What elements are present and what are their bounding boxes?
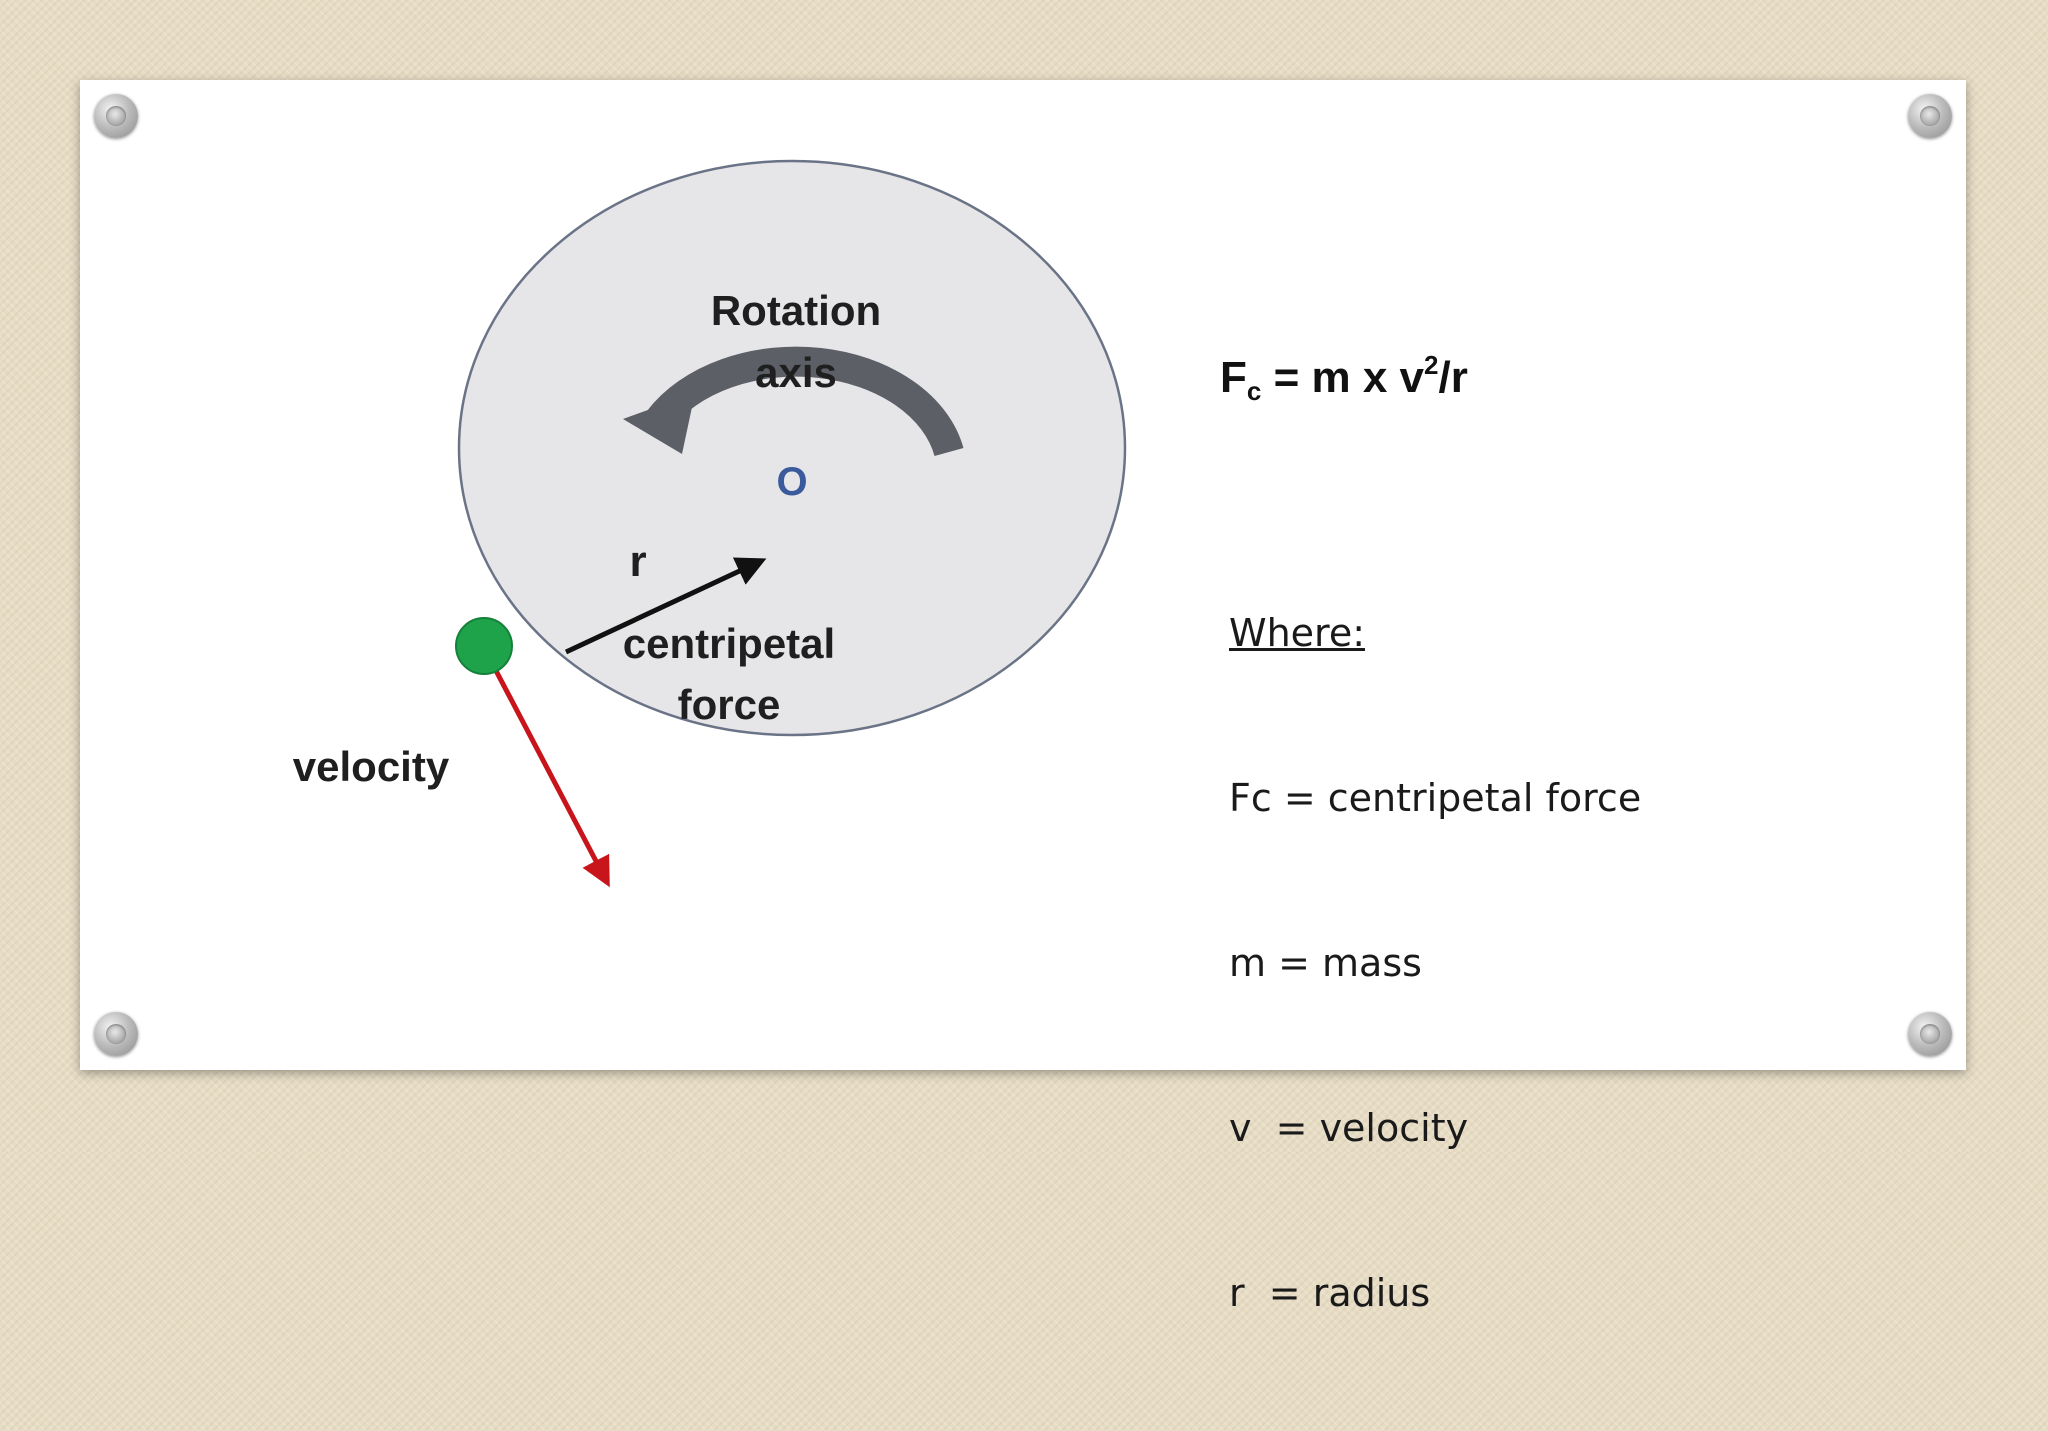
centripetal-force-label-line1: centripetal	[623, 620, 835, 667]
rotation-axis-label-line1: Rotation	[711, 287, 881, 334]
slide-board: Rotation axis O r centripetal force velo…	[80, 80, 1966, 1315]
grommet-bottom-right-icon	[1908, 1012, 1952, 1056]
formula-force-subscript: c	[1246, 376, 1262, 406]
center-point-label: O	[776, 460, 807, 504]
formula-middle: = m x v	[1261, 353, 1425, 402]
velocity-arrow	[490, 663, 610, 888]
formula-exponent: 2	[1424, 350, 1439, 380]
grommet-top-right-icon	[1908, 94, 1952, 138]
formula-tail: /r	[1438, 353, 1468, 402]
grommet-bottom-left-icon	[94, 1012, 138, 1056]
rotating-particle	[455, 617, 513, 675]
grommet-top-left-icon	[94, 94, 138, 138]
velocity-label: velocity	[293, 743, 450, 790]
rotation-axis-label-line2: axis	[755, 349, 837, 396]
legend-item-mass: m = mass	[1229, 941, 1422, 985]
centripetal-force-diagram: Rotation axis O r centripetal force velo…	[293, 159, 1127, 888]
slide-content: Rotation axis O r centripetal force velo…	[236, 130, 1796, 1315]
legend-item-velocity: v = velocity	[1229, 1106, 1469, 1150]
rotation-arrow-icon	[623, 346, 964, 457]
centripetal-force-label-line2: force	[678, 681, 781, 728]
radius-arrow	[564, 557, 767, 655]
centripetal-force-formula: Fc = m x v2/r	[1220, 350, 1468, 407]
legend-item-radius: r = radius	[1229, 1271, 1431, 1315]
variable-legend: Where: Fc = centripetal force m = mass v…	[1229, 496, 1641, 1431]
legend-item-force: Fc = centripetal force	[1229, 776, 1642, 820]
formula-force-symbol: F	[1220, 353, 1247, 402]
legend-heading: Where:	[1229, 611, 1366, 655]
radius-label: r	[629, 537, 646, 586]
rotating-disk	[457, 159, 1127, 737]
